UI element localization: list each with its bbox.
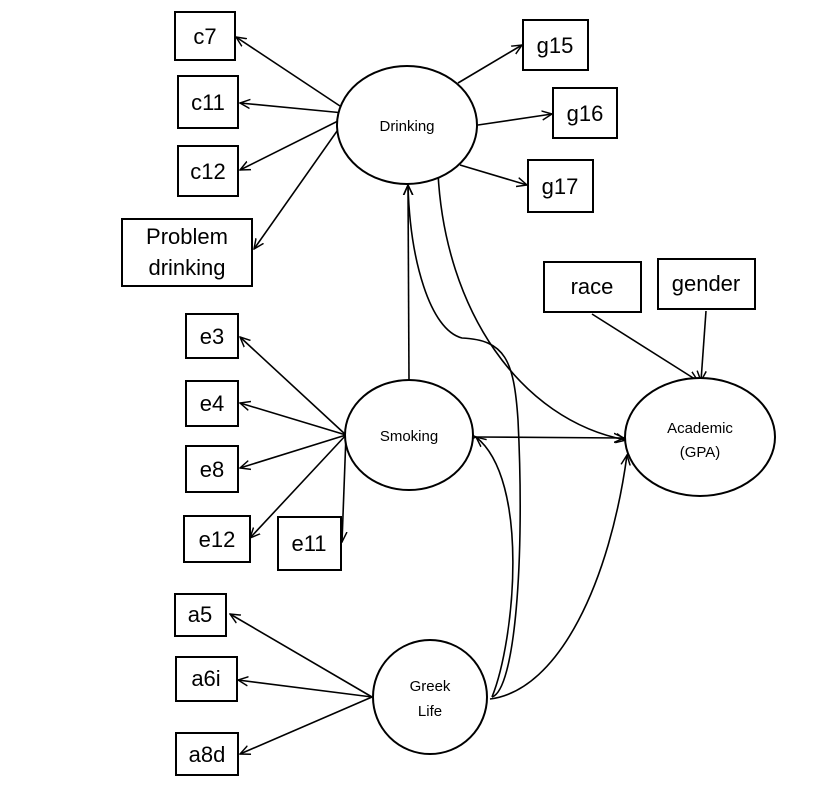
problem-drinking-label-line2: drinking [148, 255, 225, 280]
edge-drinking-problem [254, 123, 343, 249]
g15-label: g15 [537, 33, 574, 58]
edge-smoking-drinking [408, 185, 409, 381]
edge-race-academic [591, 313, 698, 381]
edge-drinking-c11 [240, 103, 345, 114]
academic-label-line2: (GPA) [680, 444, 721, 461]
academic-node: Academic (GPA) [624, 377, 776, 497]
c12-label: c12 [190, 159, 225, 184]
edge-drinking-c7 [236, 37, 347, 111]
g17-label: g17 [542, 174, 579, 199]
smoking-node: Smoking [344, 379, 474, 491]
race-label: race [571, 274, 614, 299]
e12-box: e12 [183, 515, 251, 563]
e11-label: e11 [291, 531, 326, 556]
edges [230, 37, 706, 754]
c11-box: c11 [177, 75, 239, 129]
e4-label: e4 [200, 391, 224, 416]
problem-drinking-box: Problem drinking [121, 218, 253, 287]
edge-greek-academic [489, 455, 627, 700]
a5-label: a5 [188, 602, 212, 627]
g17-box: g17 [527, 159, 594, 213]
edge-drinking-g15 [457, 45, 522, 84]
drinking-node: Drinking [336, 65, 478, 185]
edge-smoking-e8 [240, 434, 347, 468]
edge-greek-drinking [408, 185, 521, 698]
edge-smoking-e12 [250, 434, 347, 538]
a8d-label: a8d [189, 742, 226, 767]
academic-label-line1: Academic [667, 420, 733, 437]
greek-life-label-line1: Greek [410, 678, 451, 695]
greek-life-label-line2: Life [418, 703, 442, 720]
a6i-label: a6i [191, 666, 220, 691]
edge-drinking-academic [437, 172, 626, 440]
g16-label: g16 [567, 101, 604, 126]
edge-smoking-e11 [342, 434, 346, 542]
edge-gender-academic [701, 310, 706, 381]
latent-nodes: Drinking Smoking Greek Life Academic (GP… [336, 65, 776, 755]
g15-box: g15 [522, 19, 589, 71]
edge-smoking-e4 [240, 403, 347, 436]
smoking-label: Smoking [380, 428, 438, 445]
race-box: race [543, 261, 642, 313]
c7-box: c7 [174, 11, 236, 61]
c11-label: c11 [191, 90, 225, 115]
c12-box: c12 [177, 145, 239, 197]
greek-life-node: Greek Life [372, 639, 488, 755]
c7-label: c7 [193, 24, 216, 49]
e3-label: e3 [200, 324, 224, 349]
observed-nodes: c7 c11 c12 Problem drinking g15 g16 g17 [121, 11, 756, 776]
edge-smoking-e3 [240, 337, 347, 436]
edge-greek-a6i [238, 680, 373, 698]
edge-greek-smoking [476, 437, 514, 698]
e12-label: e12 [199, 527, 236, 552]
a6i-box: a6i [175, 656, 238, 702]
a8d-box: a8d [175, 732, 239, 776]
e4-box: e4 [185, 380, 239, 427]
g16-box: g16 [552, 87, 618, 139]
drinking-label: Drinking [379, 118, 434, 135]
problem-drinking-label-line1: Problem [146, 224, 228, 249]
edge-smoking-academic [476, 437, 624, 438]
gender-label: gender [672, 271, 741, 296]
a5-box: a5 [174, 593, 227, 637]
edge-greek-a5 [230, 614, 373, 698]
edge-drinking-c12 [240, 118, 343, 170]
e8-box: e8 [185, 445, 239, 493]
e3-box: e3 [185, 313, 239, 359]
e8-label: e8 [200, 457, 224, 482]
edge-greek-a8d [240, 696, 373, 754]
edge-drinking-g17 [459, 164, 527, 185]
e11-box: e11 [277, 516, 342, 571]
gender-box: gender [657, 258, 756, 310]
edge-drinking-g16 [477, 114, 552, 126]
